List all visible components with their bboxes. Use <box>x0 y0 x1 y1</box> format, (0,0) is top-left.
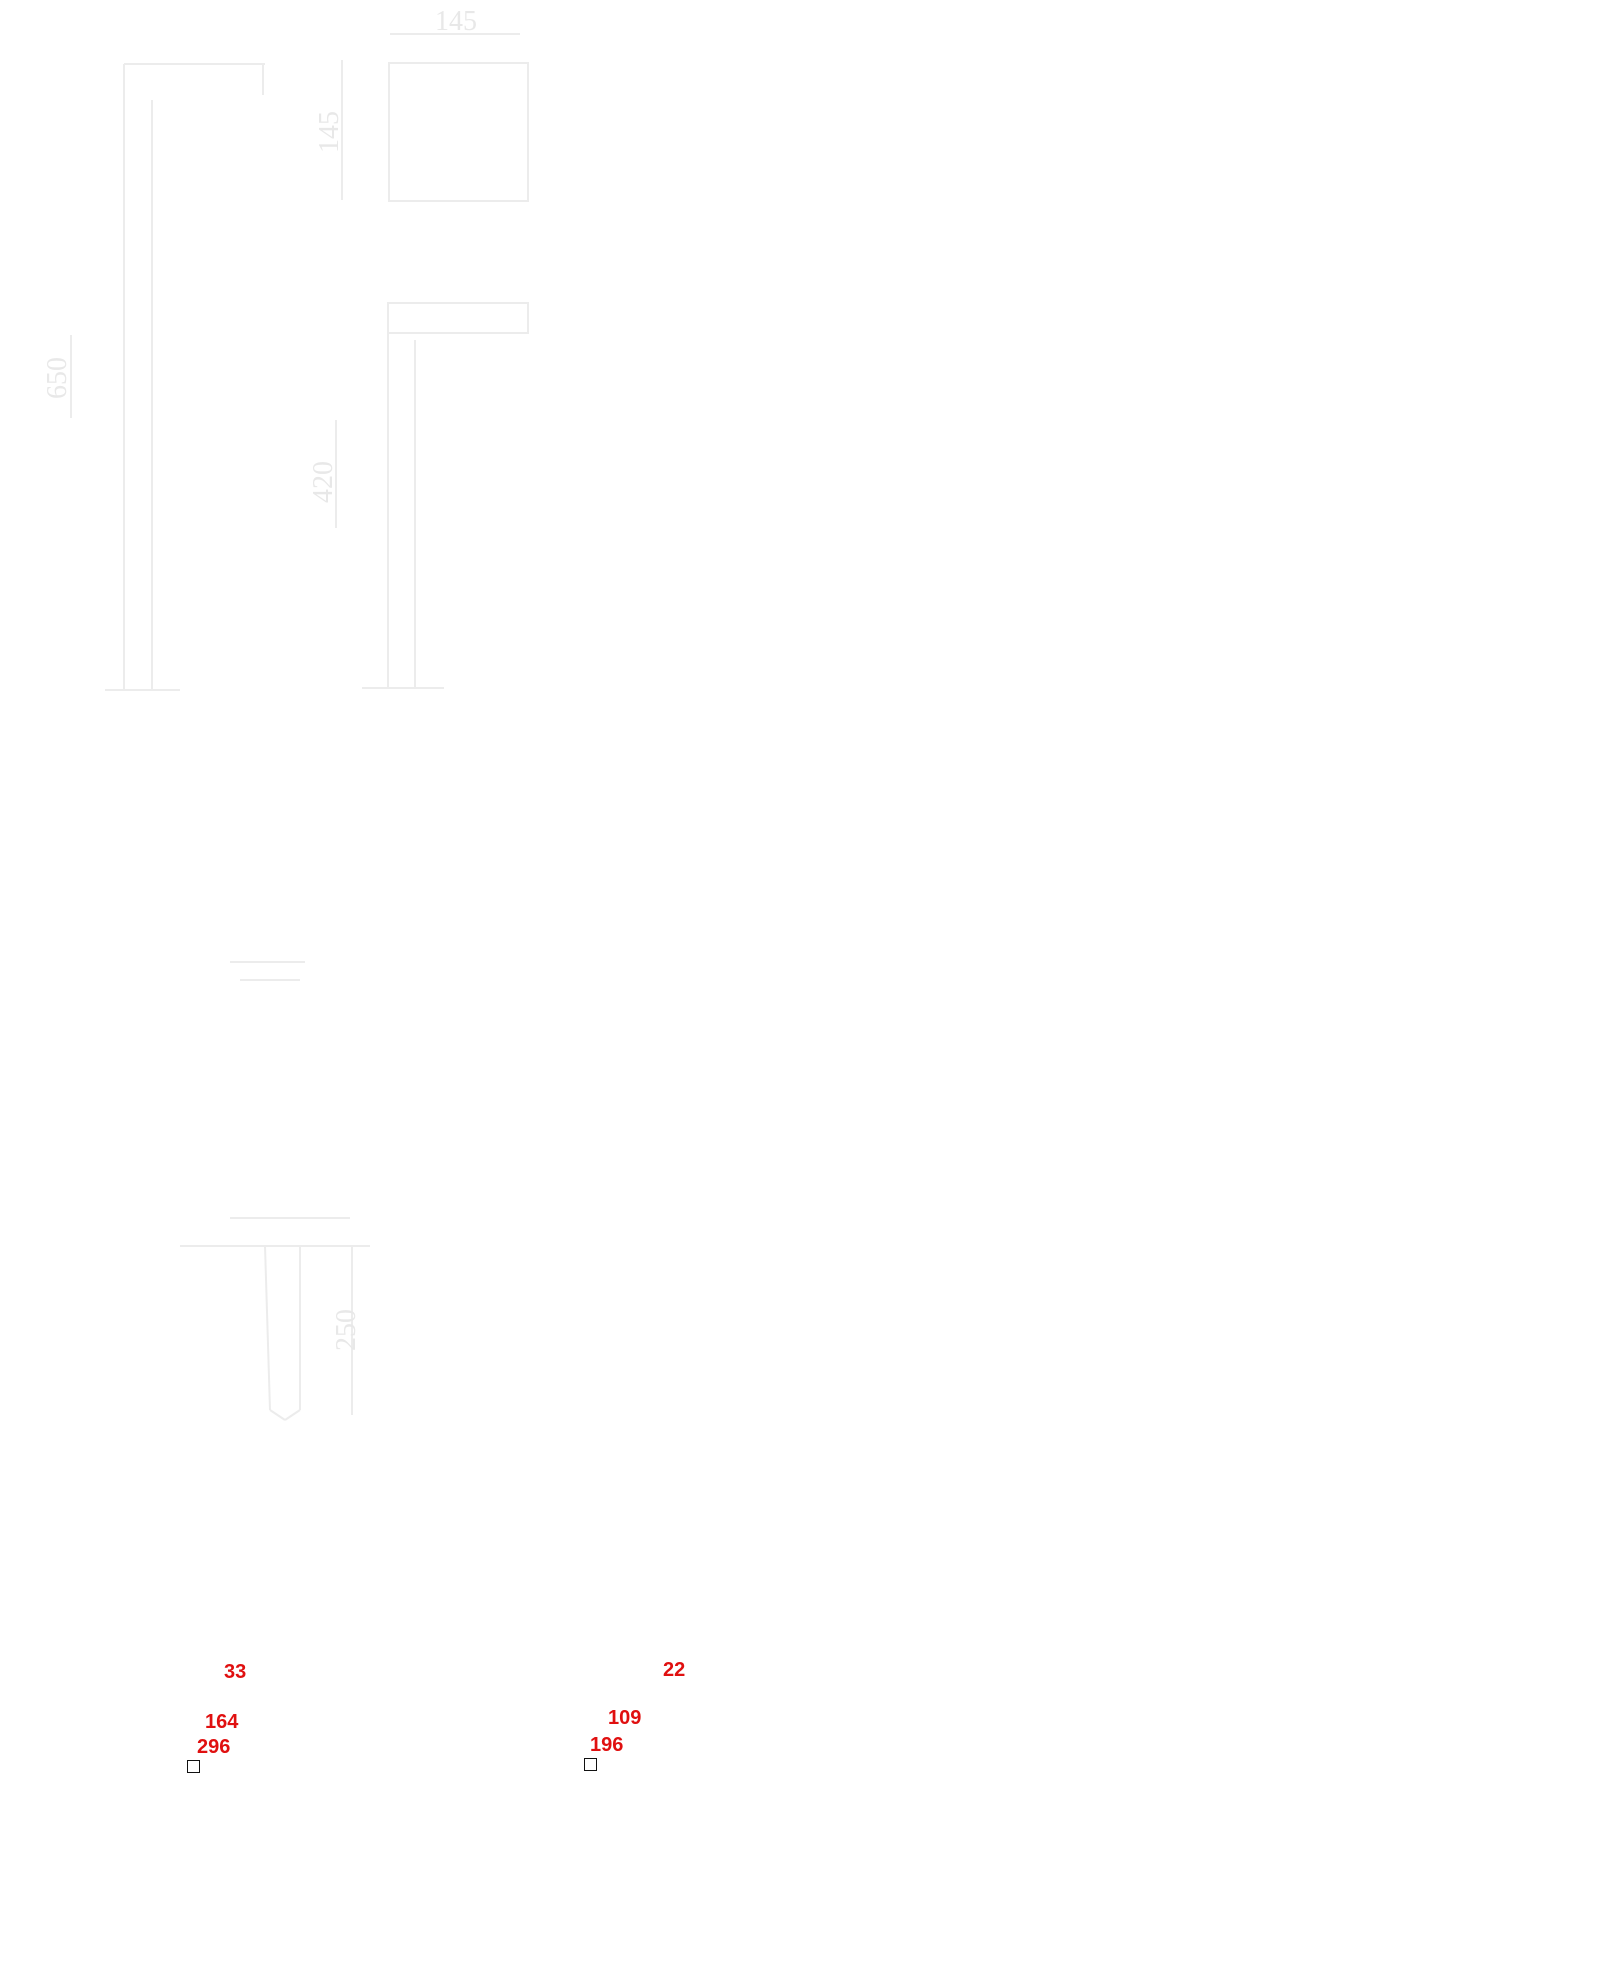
dimension-height-bottom: 250 <box>331 1309 362 1351</box>
annotation-left-top: 33 <box>224 1661 247 1683</box>
dimension-height-right: 420 <box>308 420 339 528</box>
annotation-left-bottom: 296 <box>197 1736 231 1758</box>
annotation-right-middle: 109 <box>608 1707 642 1729</box>
annotation-left-middle: 164 <box>205 1711 239 1733</box>
marker-right[interactable] <box>584 1758 597 1771</box>
annotation-right-bottom: 196 <box>590 1734 624 1756</box>
lower-assembly <box>180 961 370 1421</box>
dimension-height-top: 145 <box>314 60 345 200</box>
dimension-label-height-left: 650 <box>42 357 73 399</box>
dimension-label-height-right: 420 <box>308 461 339 503</box>
left-tall-panel <box>105 63 265 691</box>
marker-left[interactable] <box>187 1760 200 1773</box>
dimension-label-height-bottom: 250 <box>331 1309 362 1351</box>
right-post-panel <box>362 302 529 689</box>
dimension-width-top: 145 <box>390 6 520 37</box>
dimension-height-left: 650 <box>42 335 73 418</box>
dimension-label-height-top: 145 <box>314 111 345 153</box>
top-square <box>388 62 529 202</box>
dimension-label-width-top: 145 <box>435 6 477 37</box>
annotation-right-top: 22 <box>663 1659 686 1681</box>
